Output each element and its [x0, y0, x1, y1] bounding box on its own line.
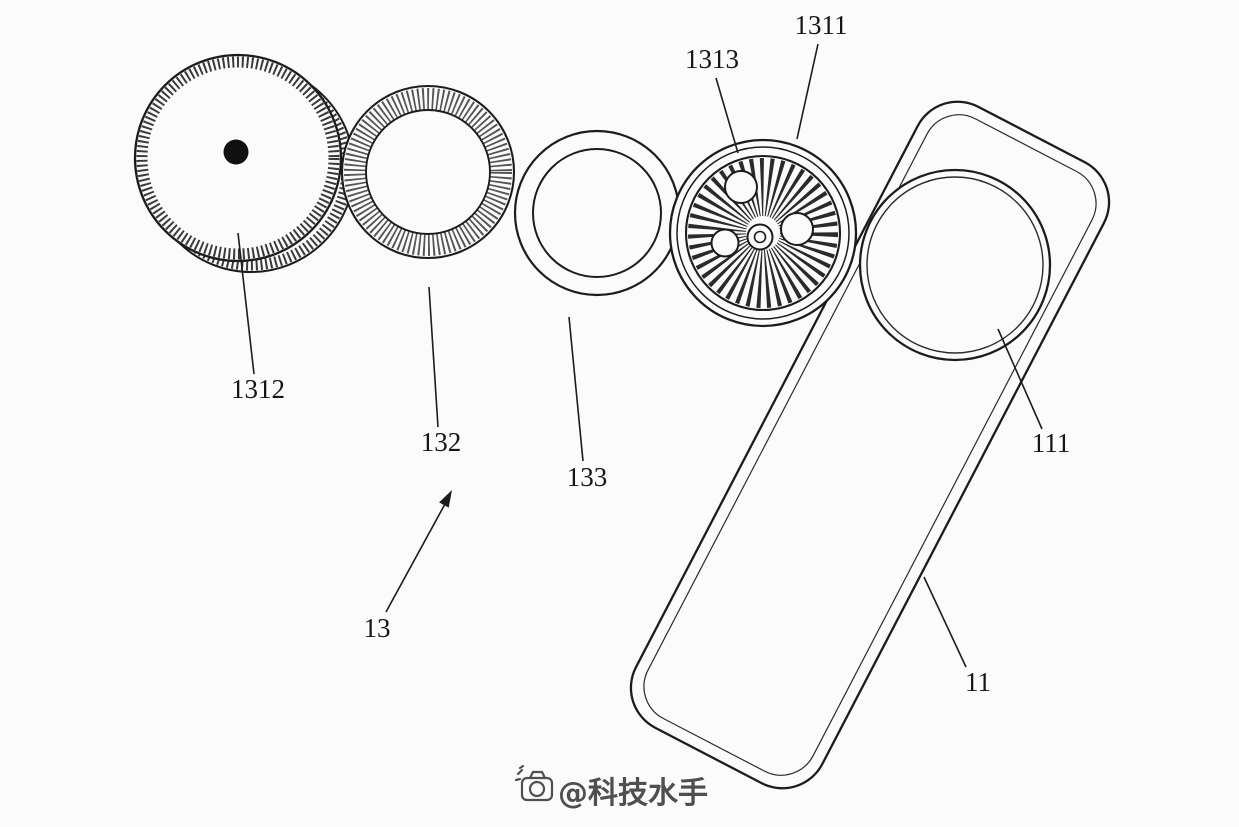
phone-inner-outline — [643, 114, 1097, 776]
label-132: 132 — [421, 427, 462, 457]
disc-center-dot — [223, 139, 249, 165]
plain-ring-133 — [513, 129, 681, 297]
direction-arrow-13 — [385, 490, 452, 613]
camera-doodle-icon — [514, 764, 554, 802]
leader-132 — [428, 286, 439, 428]
stippled-ring-132 — [340, 84, 516, 260]
fan-assembly — [668, 138, 858, 328]
label-111: 111 — [1032, 428, 1071, 458]
phone-body-11 — [629, 100, 1111, 790]
leader-133 — [568, 316, 584, 462]
leader-1312 — [237, 232, 255, 375]
arrowhead — [439, 490, 452, 508]
fan-hole-right — [780, 212, 814, 246]
leader-1311 — [796, 43, 819, 140]
fan-hole-left — [710, 228, 740, 258]
leader-111 — [997, 328, 1043, 430]
fan-wheel-1313 — [684, 154, 842, 312]
leader-11 — [923, 576, 967, 668]
watermark: @科技水手 — [514, 764, 708, 811]
camera-hole-111 — [858, 168, 1052, 362]
fan-hole-top — [724, 170, 758, 204]
label-13: 13 — [364, 613, 391, 643]
knurled-disc-1312 — [133, 53, 355, 273]
label-1313: 1313 — [685, 44, 739, 74]
label-11: 11 — [965, 667, 991, 697]
watermark-text: @科技水手 — [558, 776, 708, 811]
knurl-front-texture — [136, 56, 340, 260]
label-133: 133 — [567, 462, 608, 492]
ring-mesh-texture — [344, 88, 512, 256]
label-1312: 1312 — [231, 374, 285, 404]
labels: 1312 132 133 1313 1311 111 13 11 — [231, 10, 1070, 697]
leader-lines — [237, 43, 1043, 668]
leader-1313 — [715, 77, 739, 154]
label-1311: 1311 — [795, 10, 848, 40]
